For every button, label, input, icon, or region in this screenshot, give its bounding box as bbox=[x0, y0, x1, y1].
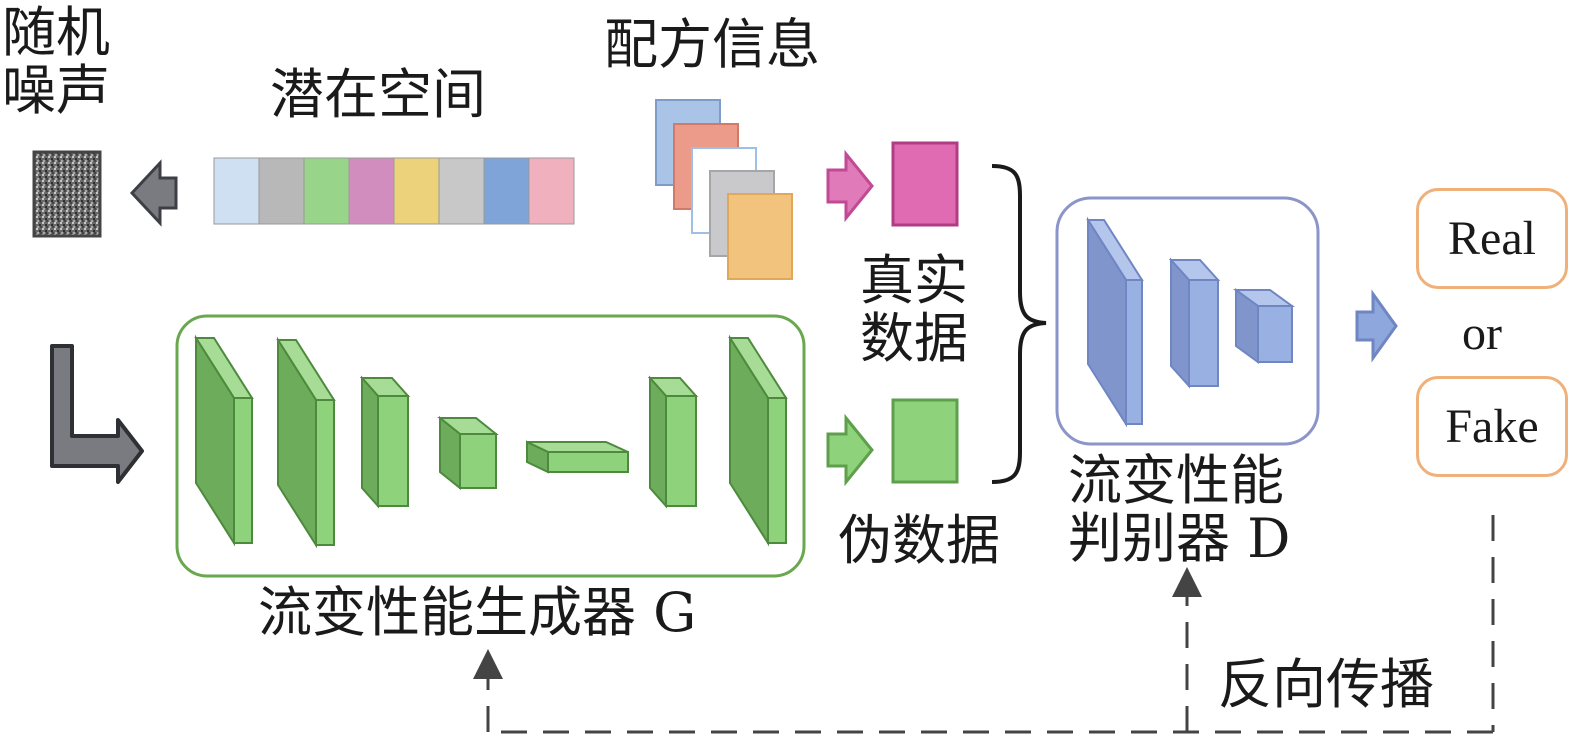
generator-layers bbox=[194, 334, 788, 549]
latent-cell bbox=[438, 157, 485, 225]
latent-cell bbox=[213, 157, 260, 225]
generator-layer bbox=[194, 334, 254, 547]
random-noise-label: 随机 噪声 bbox=[2, 1, 110, 122]
discriminator-frame bbox=[1055, 196, 1320, 446]
real-data-sample bbox=[891, 141, 959, 227]
latent-cell bbox=[483, 157, 530, 225]
generator-layer bbox=[728, 334, 788, 547]
pink-arrow bbox=[826, 149, 874, 223]
fake-data-label: 伪数据 bbox=[838, 509, 1000, 572]
generator-layer bbox=[359, 375, 411, 509]
latent-cell bbox=[348, 157, 395, 225]
discriminator-label: 流变性能 判别器 D bbox=[1068, 449, 1291, 570]
latent-cell bbox=[303, 157, 350, 225]
generator-layer bbox=[437, 415, 499, 491]
latent-cell bbox=[393, 157, 440, 225]
real-data-label: 真实 数据 bbox=[860, 249, 968, 370]
blue-arrow bbox=[1355, 289, 1398, 363]
discriminator-layer bbox=[1086, 216, 1144, 428]
generator-frame bbox=[175, 314, 806, 578]
fake-data-sample bbox=[891, 398, 959, 484]
gray-left-arrow bbox=[129, 159, 178, 227]
or-label: or bbox=[1462, 307, 1502, 360]
latent-space-vector bbox=[213, 157, 575, 225]
formula-info-cards bbox=[655, 99, 793, 280]
backprop-label: 反向传播 bbox=[1218, 653, 1434, 716]
generator-layer bbox=[276, 336, 336, 549]
curly-brace bbox=[991, 164, 1047, 484]
latent-cell bbox=[258, 157, 305, 225]
discriminator-layer bbox=[1232, 288, 1296, 364]
latent-space-label: 潜在空间 bbox=[270, 63, 486, 126]
generator-layer bbox=[526, 440, 629, 474]
gray-l-arrow bbox=[50, 344, 144, 484]
formula-card bbox=[727, 193, 793, 280]
discriminator-layers bbox=[1086, 216, 1296, 428]
fake-output-box: Fake bbox=[1416, 376, 1568, 477]
latent-cell bbox=[528, 157, 575, 225]
formula-info-label: 配方信息 bbox=[604, 13, 820, 76]
discriminator-layer bbox=[1168, 257, 1221, 389]
noise-image bbox=[32, 150, 102, 238]
generator-layer bbox=[647, 375, 699, 509]
generator-label: 流变性能生成器 G bbox=[258, 581, 697, 644]
green-arrow bbox=[826, 413, 874, 487]
real-output-box: Real bbox=[1416, 188, 1568, 289]
backprop-dashed-line bbox=[473, 515, 1495, 734]
